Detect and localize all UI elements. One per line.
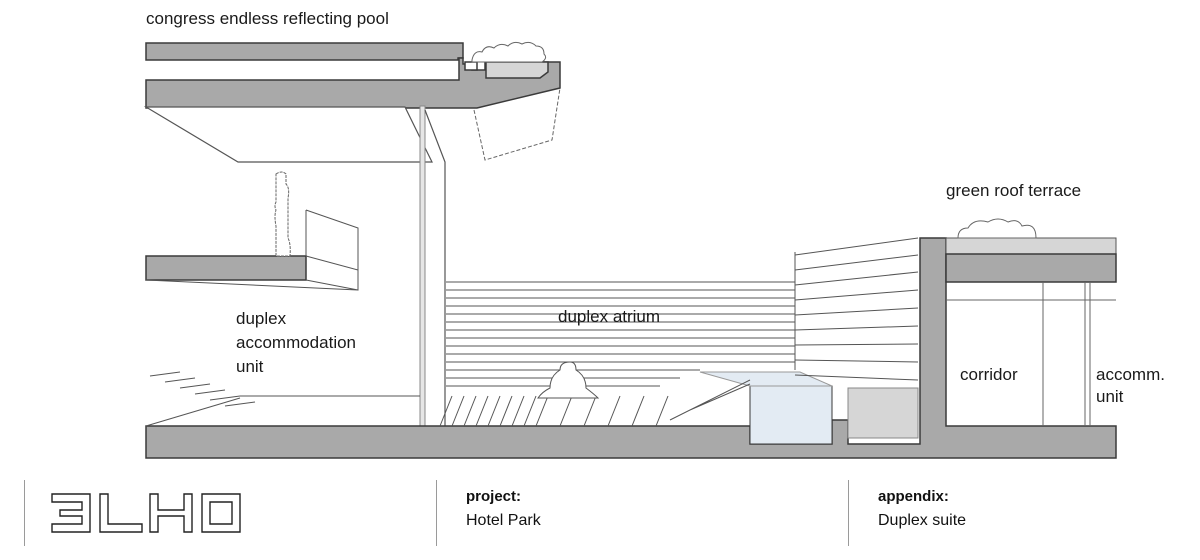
- section-drawing: [143, 41, 1117, 459]
- deck: [439, 379, 751, 427]
- label-accomm-2: unit: [1096, 387, 1124, 406]
- label-reflecting-pool: congress endless reflecting pool: [146, 9, 389, 28]
- roof-bush: [471, 41, 547, 63]
- roof-slab: [145, 42, 561, 109]
- green-roof-soil: [945, 237, 1117, 255]
- appendix-value: Duplex suite: [878, 512, 967, 529]
- meditating-person: [537, 361, 600, 399]
- canopy: [143, 106, 433, 163]
- title-divider-3: [848, 480, 849, 546]
- entry-steps: [145, 371, 420, 427]
- label-duplex-unit-3: unit: [236, 357, 264, 376]
- project-label: project:: [466, 488, 522, 505]
- standing-person: [274, 171, 291, 257]
- pool-water: [749, 385, 833, 445]
- appendix-label: appendix:: [878, 488, 949, 505]
- label-duplex-unit-1: duplex: [236, 309, 287, 328]
- title-divider-1: [24, 480, 25, 546]
- atrium-slats: [446, 237, 919, 387]
- project-value: Hotel Park: [466, 512, 541, 529]
- title-divider-2: [436, 480, 437, 546]
- right-roof-slab: [945, 253, 1117, 283]
- roof-soffit: [473, 87, 561, 161]
- label-green-roof: green roof terrace: [946, 181, 1082, 200]
- roof-bush-right: [957, 218, 1037, 239]
- balcony-slab: [145, 255, 307, 281]
- label-duplex-unit-2: accommodation: [236, 333, 357, 352]
- label-accomm-1: accomm.: [1096, 365, 1165, 384]
- column: [419, 105, 426, 427]
- label-corridor: corridor: [960, 365, 1018, 384]
- logo-3lhd: [51, 493, 241, 533]
- label-atrium: duplex atrium: [558, 307, 661, 326]
